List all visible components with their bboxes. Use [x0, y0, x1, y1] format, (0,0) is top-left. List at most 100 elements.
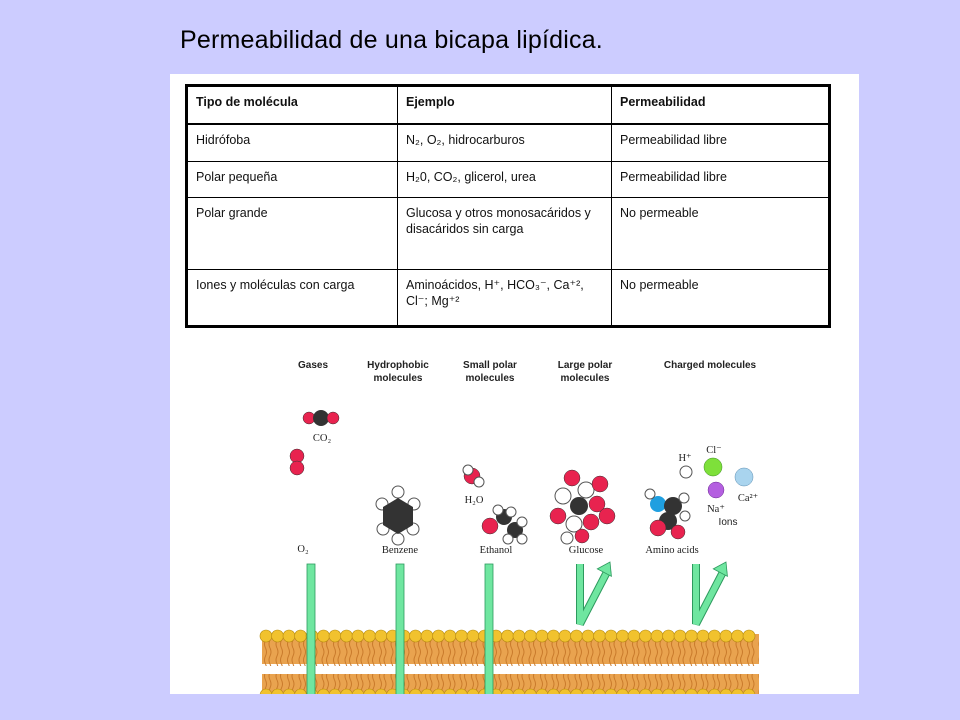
slide-title: Permeabilidad de una bicapa lipídica. — [180, 26, 603, 54]
lipid-head — [363, 688, 376, 694]
lipid-head — [639, 688, 652, 694]
lipid-head — [282, 688, 296, 694]
lipid-head — [317, 688, 330, 694]
lipid-head — [604, 629, 618, 643]
ethanol-molecule — [481, 504, 528, 545]
lipid-head — [719, 629, 733, 643]
lipid-head — [731, 688, 744, 694]
permeability-table: Tipo de molécula Ejemplo Permeabilidad H… — [185, 84, 831, 328]
charged-reflected-arrow — [692, 561, 728, 626]
lipid-head — [570, 688, 583, 694]
cell-tipo: Iones y moléculas con carga — [186, 268, 398, 328]
lipid-head — [593, 688, 606, 694]
head-row-bottom — [259, 688, 756, 694]
cell-permeabilidad: No permeable — [611, 268, 830, 328]
lipid-head — [547, 688, 560, 694]
lipid-head — [616, 688, 629, 694]
lipid-head — [409, 688, 422, 694]
table-row: Hidrófoba N₂, O₂, hidrocarburos Permeabi… — [186, 123, 830, 162]
label-gases: Gases — [298, 360, 328, 371]
membrane-diagram: Gases Hydrophobic molecules Small polar … — [259, 360, 759, 694]
lipid-head — [685, 688, 698, 694]
lipid-head — [271, 629, 284, 643]
glucose-label: Glucose — [569, 545, 604, 556]
lipid-head — [351, 688, 365, 694]
lipid-head — [259, 629, 273, 643]
lipid-head — [570, 629, 583, 643]
lipid-head — [386, 688, 399, 694]
label-charged: Charged molecules — [664, 360, 757, 371]
category-labels: Gases Hydrophobic molecules Small polar … — [298, 360, 757, 384]
glucose-reflected-arrow — [576, 561, 612, 626]
lipid-head — [662, 688, 675, 694]
label-small-polar-1: Small polar — [463, 360, 517, 371]
lipid-head — [696, 688, 710, 694]
hydrophobic-arrow — [395, 563, 405, 694]
cell-tipo: Polar pequeña — [186, 160, 398, 199]
lipid-head — [535, 688, 549, 694]
table-row: Polar pequeña H₂0, CO₂, glicerol, urea P… — [186, 160, 830, 199]
cell-ejemplo: N₂, O₂, hidrocarburos — [397, 123, 612, 162]
table-row: Iones y moléculas con carga Aminoácidos,… — [186, 268, 830, 328]
table-row: Polar grande Glucosa y otros monosacárid… — [186, 197, 830, 270]
lipid-head — [535, 629, 549, 643]
lipid-head — [282, 629, 296, 643]
lipid-head — [340, 688, 353, 694]
lipid-head — [696, 629, 710, 643]
glucose-molecule — [549, 469, 616, 545]
ions-group: H⁺ Cl⁻ Na⁺ Ions Ca²⁺ — [678, 445, 758, 528]
water-label: H₂O — [465, 495, 484, 506]
ethanol-label: Ethanol — [480, 545, 513, 556]
water-molecule — [462, 464, 485, 488]
lipid-head — [512, 688, 526, 694]
lipid-head — [443, 629, 457, 643]
lipid-head — [708, 688, 721, 694]
lipid-head — [512, 629, 526, 643]
lipid-head — [627, 688, 641, 694]
lipid-head — [731, 629, 744, 643]
header-tipo: Tipo de molécula — [186, 84, 398, 125]
lipid-head — [351, 629, 365, 643]
cell-permeabilidad: Permeabilidad libre — [611, 123, 830, 162]
o2-label: O₂ — [297, 544, 309, 555]
head-row-top — [259, 629, 756, 643]
lipid-head — [685, 629, 698, 643]
lipid-head — [662, 629, 675, 643]
lipid-head — [581, 688, 595, 694]
cell-ejemplo: H₂0, CO₂, glicerol, urea — [397, 160, 612, 199]
lipid-bilayer — [259, 629, 759, 694]
lipid-head — [328, 629, 342, 643]
lipid-head — [501, 688, 514, 694]
lipid-head — [317, 629, 330, 643]
lipid-head — [466, 688, 480, 694]
lipid-head — [581, 629, 595, 643]
amino-acids-label: Amino acids — [645, 545, 698, 556]
table-header-row: Tipo de molécula Ejemplo Permeabilidad — [186, 84, 830, 125]
co2-label: CO₂ — [313, 433, 332, 444]
lipid-head — [501, 629, 514, 643]
cl-ion-label: Cl⁻ — [706, 445, 722, 456]
ions-label: Ions — [719, 517, 738, 528]
cl-ion — [703, 457, 723, 477]
lipid-head — [455, 688, 468, 694]
lipid-head — [650, 629, 664, 643]
lipid-head — [650, 688, 664, 694]
lipid-head — [271, 688, 284, 694]
co2-molecule — [302, 410, 340, 426]
lipid-head — [328, 688, 342, 694]
label-hydrophobic-2: molecules — [374, 373, 423, 384]
lipid-head — [420, 688, 434, 694]
benzene-label: Benzene — [382, 545, 418, 556]
lipid-head — [719, 688, 733, 694]
lipid-head — [294, 629, 307, 643]
lipid-head — [673, 688, 687, 694]
lipid-head — [455, 629, 468, 643]
lipid-head — [420, 629, 434, 643]
h-ion — [679, 465, 693, 479]
ca-ion — [734, 467, 754, 487]
cell-permeabilidad: No permeable — [611, 197, 830, 270]
header-permeabilidad: Permeabilidad — [611, 84, 830, 125]
lipid-head — [294, 688, 307, 694]
lipid-head — [673, 629, 687, 643]
cell-tipo: Hidrófoba — [186, 123, 398, 162]
